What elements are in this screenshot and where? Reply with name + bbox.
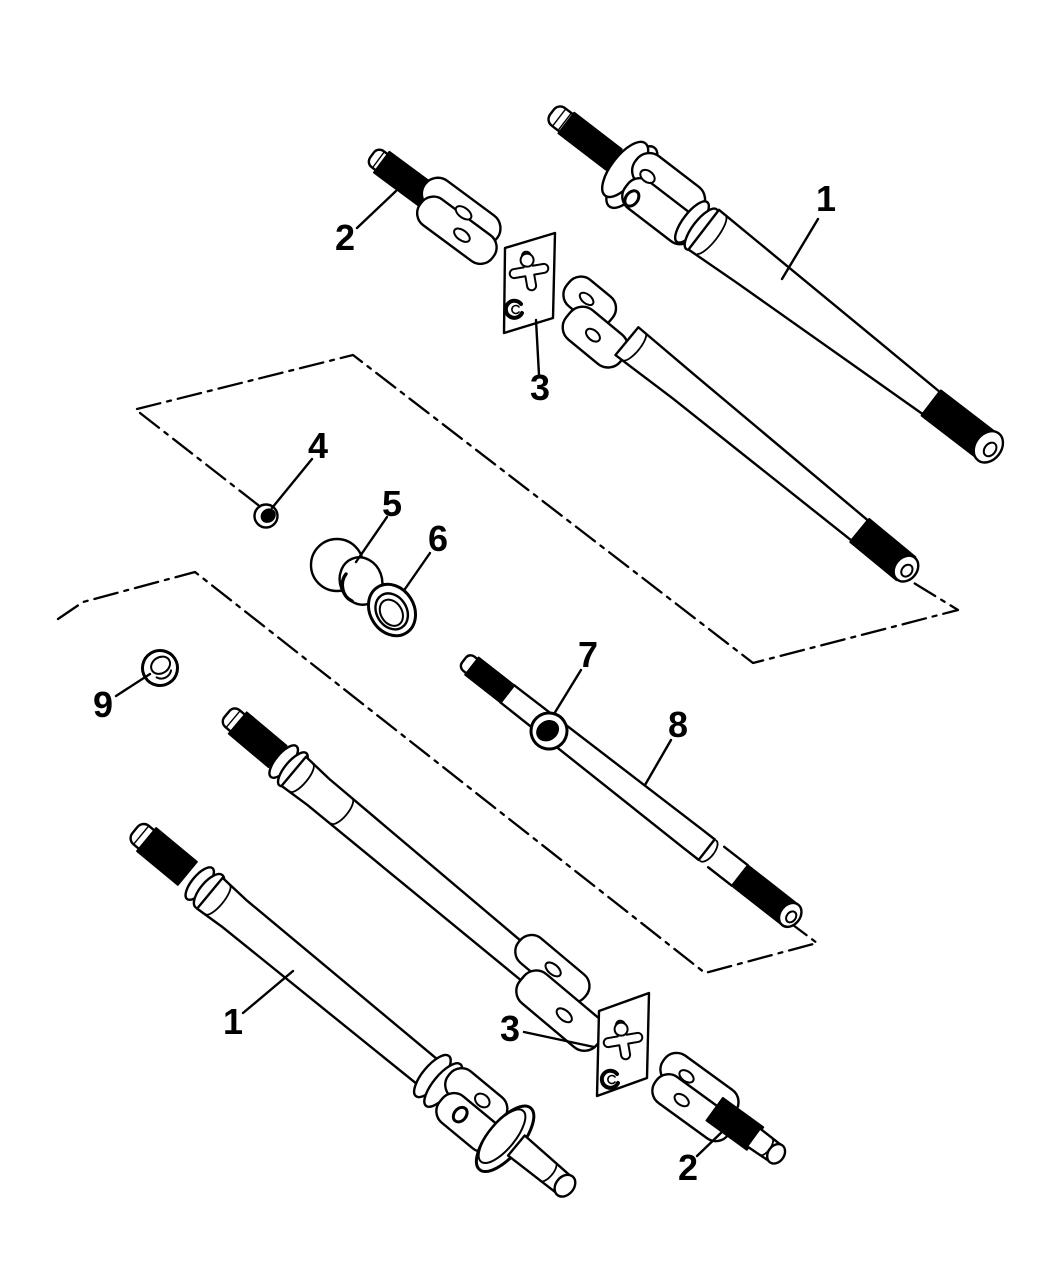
stub-shaft-bottom — [651, 1051, 787, 1165]
pilot-bushing-small — [253, 503, 279, 529]
u-joint-kit-plate-top — [502, 231, 557, 335]
callout-3-bottom: 3 — [499, 1008, 521, 1049]
phantom-outline-lower — [56, 570, 819, 975]
axle-shaft-assembly-top — [547, 105, 1005, 464]
intermediate-shaft — [459, 654, 803, 929]
callout-5: 5 — [381, 483, 403, 524]
callout-9: 9 — [92, 684, 114, 725]
stub-shaft-top — [367, 148, 502, 266]
axle-shaft-assembly-bottom — [129, 822, 577, 1198]
callout-3-top: 3 — [529, 367, 551, 408]
yoke-shaft-lower — [221, 707, 606, 1052]
callout-4: 4 — [307, 425, 329, 466]
leader-lines — [114, 189, 820, 1158]
callout-2-bottom: 2 — [677, 1147, 699, 1188]
thrust-washer-7 — [529, 711, 569, 751]
callout-1-bottom: 1 — [222, 1001, 244, 1042]
seal — [366, 582, 418, 638]
u-joint-kit-plate-bottom — [595, 991, 651, 1098]
yoke-shaft-upper — [561, 275, 920, 583]
callout-1-top: 1 — [815, 178, 837, 219]
callout-7: 7 — [577, 634, 599, 675]
phantom-outline-upper — [135, 353, 960, 665]
callout-6: 6 — [427, 518, 449, 559]
callout-8: 8 — [667, 704, 689, 745]
callout-2-top: 2 — [334, 217, 356, 258]
seal-ring-9 — [141, 649, 179, 687]
